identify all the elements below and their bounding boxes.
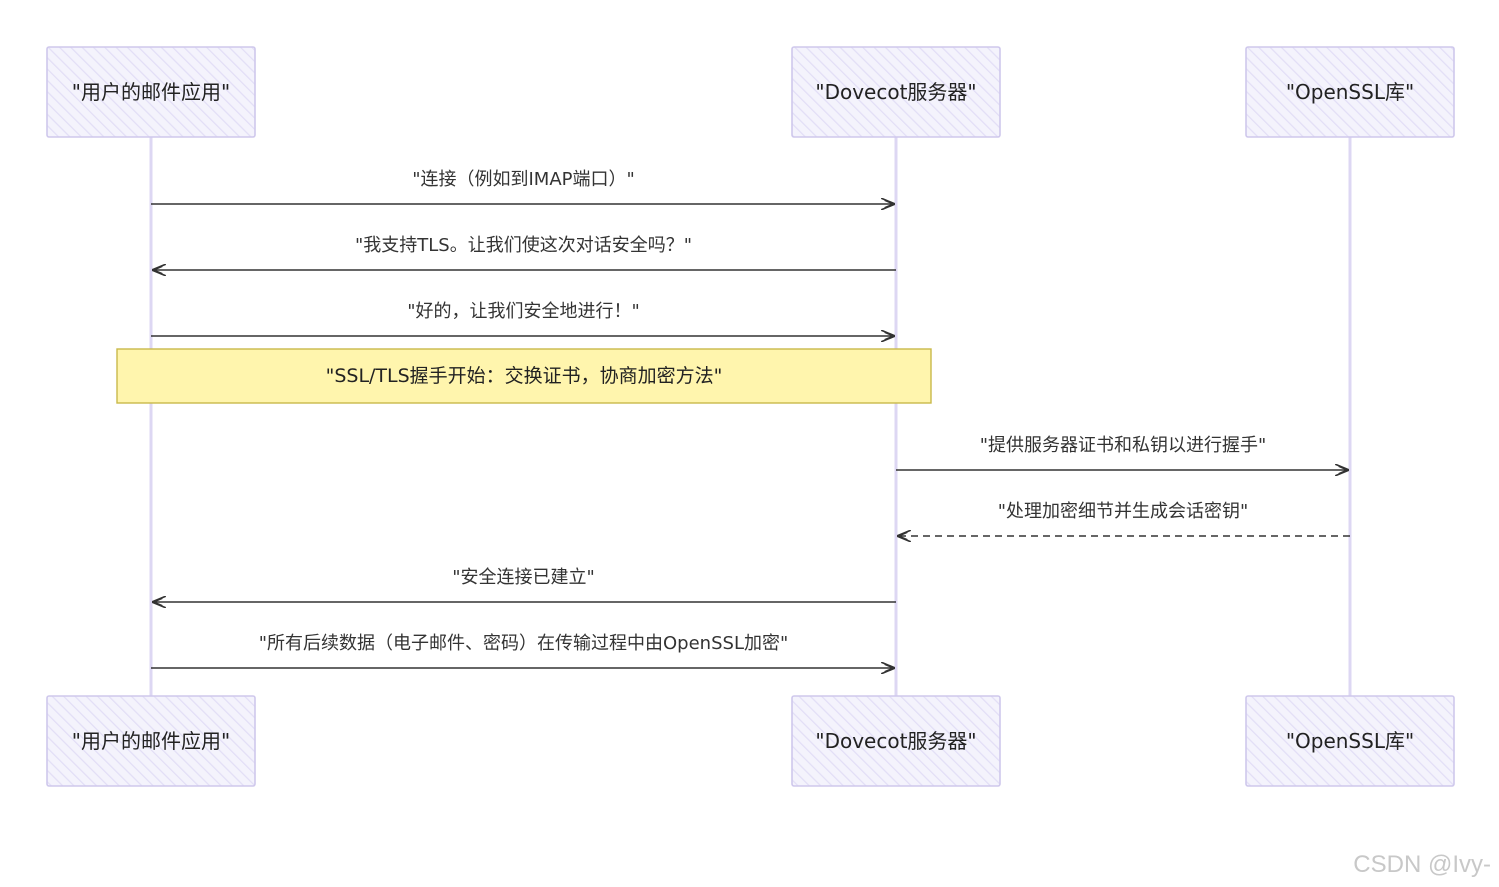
message-label: "处理加密细节并生成会话密钥" [998,501,1249,522]
message-label: "好的，让我们安全地进行！" [407,301,640,322]
message-1: "连接（例如到IMAP端口）" [151,169,894,204]
message-label: "所有后续数据（电子邮件、密码）在传输过程中由OpenSSL加密" [259,633,789,654]
note-box [116,348,932,404]
actor-openssl-top: "OpenSSL库" [1245,46,1455,138]
message-label: "提供服务器证书和私钥以进行握手" [980,435,1267,456]
actor-label: "OpenSSL库" [1286,80,1414,104]
actor-user-top: "用户的邮件应用" [46,46,256,138]
actor-label: "Dovecot服务器" [815,729,976,753]
actor-user-bottom: "用户的邮件应用" [46,695,256,787]
actor-dovecot-bottom: "Dovecot服务器" [791,695,1001,787]
message-label: "安全连接已建立" [452,567,595,588]
actor-box [46,46,256,138]
lifelines [149,137,1352,696]
message-2: "我支持TLS。让我们使这次对话安全吗？" [153,235,896,270]
actor-box [1245,46,1455,138]
actor-box [791,695,1001,787]
message-5: "处理加密细节并生成会话密钥" [898,501,1350,536]
actor-box [46,695,256,787]
message-4: "提供服务器证书和私钥以进行握手" [896,435,1348,470]
note-label: "SSL/TLS握手开始：交换证书，协商加密方法" [326,365,723,387]
message-7: "所有后续数据（电子邮件、密码）在传输过程中由OpenSSL加密" [151,633,894,668]
actor-label: "用户的邮件应用" [72,80,230,104]
note-layer: "SSL/TLS握手开始：交换证书，协商加密方法" [116,348,932,404]
watermark: CSDN @Ivy- [1353,851,1491,878]
actor-label: "用户的邮件应用" [72,729,230,753]
actor-box [791,46,1001,138]
actor-label: "OpenSSL库" [1286,729,1414,753]
note-handshake: "SSL/TLS握手开始：交换证书，协商加密方法" [116,348,932,404]
message-label: "连接（例如到IMAP端口）" [412,169,635,190]
actor-dovecot-top: "Dovecot服务器" [791,46,1001,138]
message-label: "我支持TLS。让我们使这次对话安全吗？" [355,235,692,256]
message-6: "安全连接已建立" [153,567,896,602]
message-3: "好的，让我们安全地进行！" [151,301,894,336]
actor-box [1245,695,1455,787]
actor-openssl-bottom: "OpenSSL库" [1245,695,1455,787]
messages: "连接（例如到IMAP端口）" "我支持TLS。让我们使这次对话安全吗？" "好的，… [151,169,1350,668]
actor-label: "Dovecot服务器" [815,80,976,104]
actors: "用户的邮件应用" "用户的邮件应用" "Dovecot服务器" "Dovecot服务… [46,46,1455,787]
